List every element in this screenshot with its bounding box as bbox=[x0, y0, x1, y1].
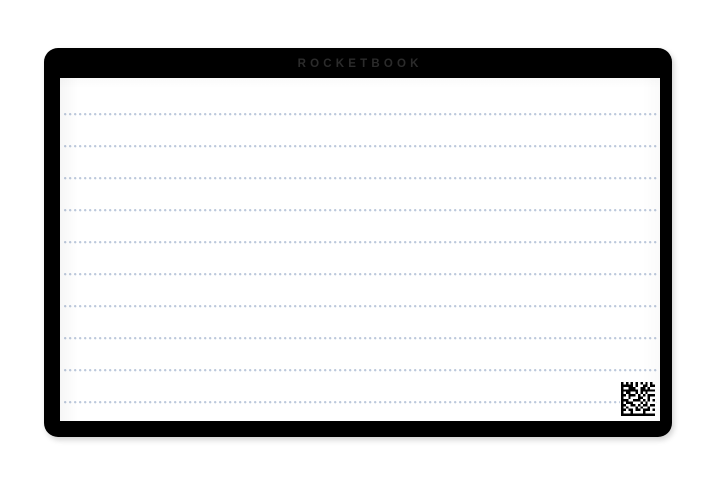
notebook-frame: ROCKETBOOK bbox=[44, 48, 672, 437]
rule-line bbox=[64, 113, 657, 116]
rule-line bbox=[64, 241, 657, 244]
rule-line bbox=[64, 273, 657, 276]
rule-line bbox=[64, 369, 657, 372]
rule-line bbox=[64, 401, 657, 404]
rule-line bbox=[64, 209, 657, 212]
notebook-page-surface[interactable] bbox=[60, 78, 660, 421]
data-matrix-scan-code-icon[interactable] bbox=[620, 381, 656, 417]
rule-line bbox=[64, 177, 657, 180]
rocketbook-brand-label: ROCKETBOOK bbox=[297, 58, 423, 70]
rule-line bbox=[64, 145, 657, 148]
data-matrix-glyph bbox=[621, 382, 655, 416]
rule-line bbox=[64, 337, 657, 340]
rule-line bbox=[64, 305, 657, 308]
